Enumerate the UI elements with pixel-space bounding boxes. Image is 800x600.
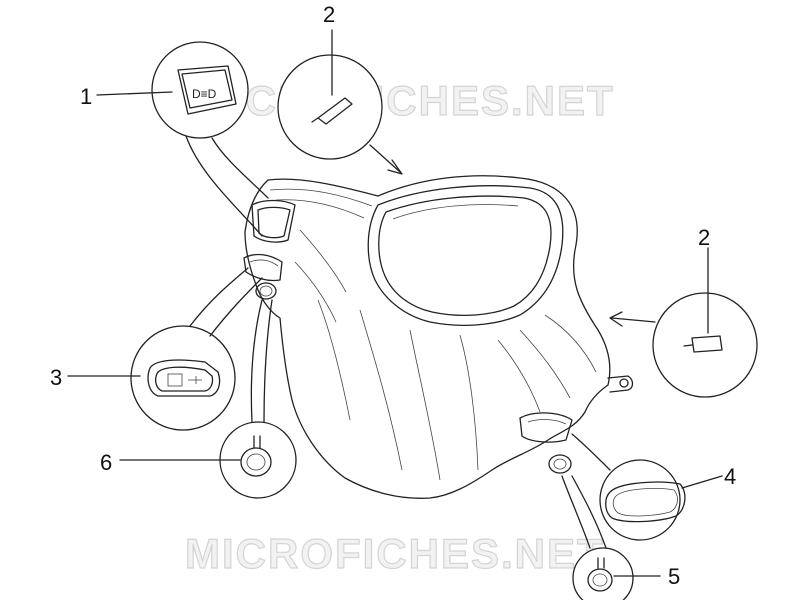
part-2-bulb-top [277, 29, 403, 175]
part-2-bulb-right [609, 247, 758, 398]
part-5-knob [561, 475, 661, 600]
handlebar-cover [243, 175, 634, 499]
part-4-switch-cover [571, 433, 723, 541]
callout-1: 1 [80, 84, 92, 109]
callout-4: 4 [724, 464, 736, 489]
callout-2-top: 2 [323, 2, 335, 27]
part-3-horn-switch [67, 267, 263, 431]
watermark-bottom: MICROFICHES.NET [185, 530, 605, 577]
callout-2-right: 2 [698, 225, 710, 250]
callout-3: 3 [50, 365, 62, 390]
watermark-top: MICROFICHES.NET [195, 77, 615, 124]
part-6-knob [119, 299, 297, 499]
callout-5: 5 [668, 564, 680, 589]
callout-6: 6 [100, 450, 112, 475]
svg-text:D≡D: D≡D [192, 87, 217, 101]
part-1-headlight-switch: D≡D [96, 41, 269, 237]
